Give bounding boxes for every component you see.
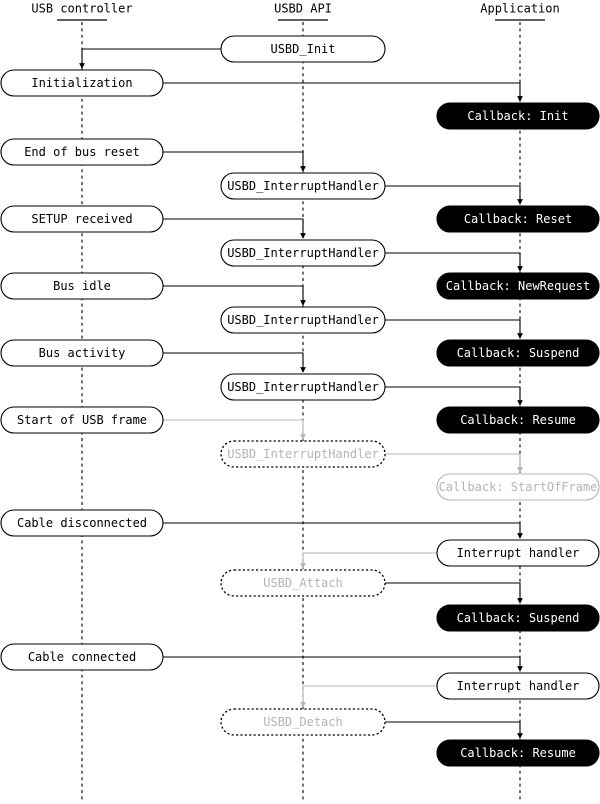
flows-layer [79, 48, 599, 739]
flow-f15 [385, 582, 523, 604]
flow-f6 [385, 252, 523, 272]
node-shape [436, 339, 600, 367]
node-n10[interactable]: Bus idle [0, 272, 164, 300]
node-shape [0, 138, 164, 166]
lane-title-application: Application [480, 2, 559, 16]
lane-title-usb-controller: USB controller [31, 2, 132, 16]
node-label: USBD_Attach [263, 576, 342, 590]
node-shape [436, 473, 600, 501]
node-n26[interactable]: Callback: Resume [436, 739, 600, 767]
lane-title-usbd-api: USBD API [274, 2, 332, 16]
node-label: USBD_InterruptHandler [227, 447, 379, 461]
node-n16[interactable]: Start of USB frame [0, 406, 164, 434]
node-shape [0, 205, 164, 233]
node-shape [436, 604, 600, 632]
node-n6[interactable]: Callback: Reset [436, 205, 600, 233]
node-n3[interactable]: Callback: Init [436, 102, 600, 130]
node-shape [0, 272, 164, 300]
flow-f10 [385, 386, 523, 406]
node-n18[interactable]: Callback: StartOfFrame [436, 473, 600, 501]
flow-f9 [163, 352, 306, 373]
node-n25[interactable]: USBD_Detach [220, 708, 386, 736]
node-shape [436, 539, 600, 567]
node-shape [220, 708, 386, 736]
node-shape [220, 306, 386, 334]
node-label: Callback: Resume [460, 413, 576, 427]
node-n19[interactable]: Cable disconnected [0, 509, 164, 537]
node-shape [436, 205, 600, 233]
node-shape [436, 272, 600, 300]
node-label: Callback: Reset [464, 212, 572, 226]
node-n24[interactable]: Interrupt handler [436, 672, 600, 700]
node-label: Cable connected [28, 650, 136, 664]
flow-f18 [385, 721, 523, 739]
node-n20[interactable]: Interrupt handler [436, 539, 600, 567]
node-shape [220, 172, 386, 200]
node-label: USBD_Detach [263, 715, 342, 729]
node-shape [0, 643, 164, 671]
node-n12[interactable]: Callback: Suspend [436, 339, 600, 367]
node-label: SETUP received [31, 212, 132, 226]
node-label: USBD_InterruptHandler [227, 313, 379, 327]
node-shape [220, 239, 386, 267]
node-shape [220, 440, 386, 468]
node-shape [0, 339, 164, 367]
node-n7[interactable]: SETUP received [0, 205, 164, 233]
node-n11[interactable]: USBD_InterruptHandler [220, 306, 386, 334]
node-n22[interactable]: Callback: Suspend [436, 604, 600, 632]
node-shape [0, 69, 164, 97]
node-label: Initialization [31, 76, 132, 90]
flow-f4 [385, 185, 523, 205]
node-label: Callback: NewRequest [446, 279, 591, 293]
node-label: Callback: Suspend [457, 346, 580, 360]
node-n21[interactable]: USBD_Attach [220, 569, 386, 597]
node-label: USBD_Init [270, 42, 335, 56]
node-label: Interrupt handler [457, 546, 580, 560]
node-n2[interactable]: Initialization [0, 69, 164, 97]
node-shape [220, 35, 386, 63]
flow-f7 [163, 285, 306, 306]
node-shape [436, 672, 600, 700]
node-n9[interactable]: Callback: NewRequest [436, 272, 600, 300]
flow-f13 [163, 522, 523, 539]
flow-f16 [163, 656, 523, 672]
node-shape [0, 509, 164, 537]
node-n15[interactable]: Callback: Resume [436, 406, 600, 434]
node-shape [436, 406, 600, 434]
node-label: Callback: Suspend [457, 611, 580, 625]
node-label: Callback: Init [467, 109, 568, 123]
node-shape [220, 373, 386, 401]
lane-headers: USB controller USBD API Application [31, 2, 560, 21]
node-label: Start of USB frame [17, 413, 147, 427]
node-label: Callback: StartOfFrame [439, 480, 598, 494]
flow-f12 [385, 453, 523, 473]
flow-f8 [385, 319, 523, 339]
flow-f3 [163, 151, 306, 172]
node-label: Interrupt handler [457, 679, 580, 693]
node-label: End of bus reset [24, 145, 140, 159]
node-n17[interactable]: USBD_InterruptHandler [220, 440, 386, 468]
node-label: USBD_InterruptHandler [227, 246, 379, 260]
node-n14[interactable]: USBD_InterruptHandler [220, 373, 386, 401]
flow-f11 [163, 419, 306, 440]
node-label: Bus idle [53, 279, 111, 293]
node-label: USBD_InterruptHandler [227, 380, 379, 394]
node-n5[interactable]: USBD_InterruptHandler [220, 172, 386, 200]
flow-f5 [163, 218, 306, 239]
node-label: Callback: Resume [460, 746, 576, 760]
node-shape [220, 569, 386, 597]
node-n8[interactable]: USBD_InterruptHandler [220, 239, 386, 267]
node-shape [436, 102, 600, 130]
node-shape [436, 739, 600, 767]
node-label: USBD_InterruptHandler [227, 179, 379, 193]
node-label: Bus activity [39, 346, 126, 360]
node-label: Cable disconnected [17, 516, 147, 530]
flow-f2 [163, 82, 523, 102]
node-n1[interactable]: USBD_Init [220, 35, 386, 63]
node-n13[interactable]: Bus activity [0, 339, 164, 367]
node-shape [0, 406, 164, 434]
node-n23[interactable]: Cable connected [0, 643, 164, 671]
node-n4[interactable]: End of bus reset [0, 138, 164, 166]
